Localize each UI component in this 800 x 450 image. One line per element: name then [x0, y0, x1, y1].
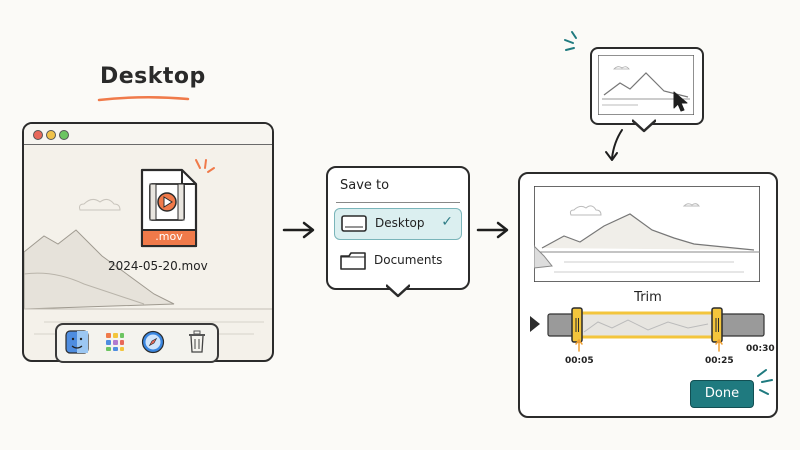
title-underline [97, 95, 190, 102]
save-option-label: Documents [374, 253, 443, 267]
trim-title: Trim [634, 290, 662, 305]
page-title: Desktop [100, 64, 206, 89]
checkmark-icon: ✓ [441, 214, 453, 230]
done-button[interactable]: Done [690, 380, 754, 408]
minimize-window-button[interactable] [46, 130, 56, 140]
save-option-documents[interactable]: Documents [334, 246, 460, 276]
dialog-pointer [386, 284, 410, 298]
total-duration: 00:30 [746, 344, 775, 354]
folder-icon [340, 252, 366, 270]
finder-icon[interactable] [65, 330, 89, 354]
safari-icon[interactable] [141, 330, 165, 354]
dock [55, 323, 219, 363]
save-option-label: Desktop [375, 216, 425, 230]
divider [336, 202, 460, 203]
preview-pointer [632, 119, 656, 133]
save-dialog-title: Save to [340, 178, 390, 193]
launchpad-icon[interactable] [105, 332, 125, 352]
curved-arrow [605, 129, 623, 161]
sparkle-icon [564, 31, 577, 51]
save-option-desktop[interactable]: Desktop ✓ [334, 208, 462, 240]
save-dialog: Save to Desktop ✓ Documents [326, 166, 470, 290]
sparkle-icon [757, 369, 773, 395]
cursor-icon [673, 91, 688, 112]
preview-thumbnail [590, 47, 704, 125]
trim-end-time: 00:25 [705, 356, 734, 366]
file-name: 2024-05-20.mov [108, 259, 208, 273]
close-window-button[interactable] [33, 130, 43, 140]
start-marker-arrow [575, 338, 583, 352]
window-titlebar [24, 124, 272, 145]
play-icon[interactable] [530, 316, 540, 332]
desktop-window [22, 122, 274, 362]
trim-start-handle[interactable] [571, 307, 583, 343]
end-marker-arrow [715, 338, 723, 352]
zoom-window-button[interactable] [59, 130, 69, 140]
trash-icon[interactable] [187, 330, 207, 354]
sparkle-icon [195, 159, 215, 173]
video-preview [534, 186, 760, 282]
mov-file-icon[interactable] [138, 168, 200, 250]
flow-arrow-1 [282, 221, 315, 239]
trim-window: Trim [518, 172, 778, 418]
trim-end-handle[interactable] [711, 307, 723, 343]
monitor-icon [341, 215, 367, 232]
flow-arrow-2 [476, 221, 509, 239]
trim-start-time: 00:05 [565, 356, 594, 366]
file-extension-badge: .mov [155, 230, 183, 243]
trim-timeline[interactable] [528, 306, 770, 346]
